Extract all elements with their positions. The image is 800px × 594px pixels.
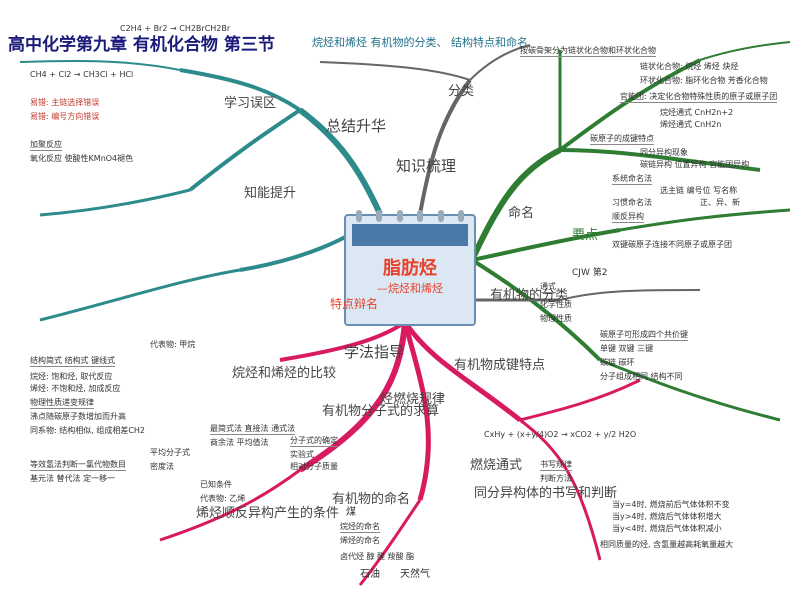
detail-label: 分子组成相同 结构不同: [600, 372, 683, 381]
detail-label: 易错: 编号方向错误: [30, 112, 100, 121]
detail-label: 顺反异构: [612, 212, 644, 223]
detail-label: 正、异、新: [700, 198, 740, 207]
detail-label: 代表物: 乙烯: [200, 494, 246, 503]
detail-label: 密度法: [150, 462, 174, 471]
detail-label: 物理性质: [540, 314, 572, 323]
detail-label: 当y>4时, 燃烧后气体体积增大: [612, 512, 722, 521]
calendar-rings-icon: [356, 210, 464, 222]
detail-label: 易错: 主链选择错误: [30, 98, 100, 107]
detail-label: 链状化合物: 烷烃 烯烃 炔烃: [640, 62, 739, 71]
detail-label: 烯烃通式 CnH2n: [660, 120, 722, 129]
detail-label: 书写规律: [540, 460, 572, 471]
branch-isomer: 同分异构体的书写和判断: [474, 486, 618, 501]
detail-label: 实验式: [290, 450, 314, 459]
detail-label: 结构简式 结构式 键线式: [30, 356, 116, 367]
detail-label: 平均分子式: [150, 448, 190, 457]
branch-ability: 知能提升: [244, 186, 297, 201]
detail-label: 石油: [360, 569, 380, 580]
detail-label: 物理性质递变规律: [30, 398, 94, 409]
detail-label: C2H4 + Br2 → CH2BrCH2Br: [120, 24, 231, 33]
detail-label: 习惯命名法: [612, 198, 652, 207]
detail-label: 同分异构现象: [640, 148, 688, 157]
detail-label: 烷烃: 饱和烃, 取代反应: [30, 372, 113, 381]
detail-label: 同系物: 结构相似, 组成相差CH2: [30, 426, 146, 435]
detail-label: 最简式法 直接法 通式法: [210, 424, 296, 435]
page-title: 高中化学第九章 有机化合物 第三节: [8, 35, 275, 55]
detail-label: 分子式的确定: [290, 436, 338, 447]
detail-label: 通式: [540, 282, 556, 293]
detail-label: 烯烃: 不饱和烃, 加成反应: [30, 384, 121, 393]
branch-key: 要点: [572, 228, 599, 243]
detail-label: 等效氢法判断一氯代物数目: [30, 460, 126, 471]
detail-label: 已知条件: [200, 480, 232, 489]
detail-label: 相同质量的烃, 含氢量越高耗氧量越大: [600, 540, 734, 549]
detail-label: CH4 + Cl2 → CH3Cl + HCl: [30, 70, 134, 79]
detail-label: 碳原子的成键特点: [590, 134, 654, 145]
detail-label: 烷烃的命名: [340, 522, 380, 533]
detail-label: 当y=4时, 燃烧前后气体体积不变: [612, 500, 730, 509]
detail-label: CJW 第2: [572, 268, 608, 278]
detail-label: 当y<4时, 燃烧后气体体积减小: [612, 524, 722, 533]
detail-label: 选主链 编号位 写名称: [660, 186, 738, 195]
branch-knowledge: 知识梳理: [396, 157, 457, 175]
detail-label: 氧化反应 使酸性KMnO4褪色: [30, 154, 134, 163]
central-topic-note: 特点辩名: [330, 297, 379, 311]
detail-label: 碳链异构 位置异构 官能团异构: [640, 160, 750, 169]
branch-comparison: 烷烃和烯烃的比较: [232, 366, 337, 381]
detail-label: 基元法 替代法 定一移一: [30, 474, 116, 483]
branch-review: 学习误区: [224, 96, 277, 111]
detail-label: 环状化合物: 脂环化合物 芳香化合物: [640, 76, 768, 85]
branch-structure: 有机物成键特点: [454, 358, 546, 373]
detail-label: 沸点随碳原子数增加而升高: [30, 412, 126, 421]
central-topic-subline: —烷烃和烯烃: [377, 282, 443, 295]
detail-label: 煤: [346, 507, 356, 518]
central-topic-heading: 脂肪烃: [383, 258, 437, 279]
detail-label: 卤代烃 醇 醛 羧酸 酯: [340, 552, 415, 561]
central-topic-card: 脂肪烃 —烷烃和烯烃: [344, 210, 476, 326]
detail-label: 碳原子可形成四个共价键: [600, 330, 688, 341]
detail-label: 按碳骨架分为链状化合物和环状化合物: [520, 46, 656, 57]
detail-label: 化学性质: [540, 300, 572, 309]
branch-study-guide: 学法指导: [344, 343, 405, 361]
branch-nomenclature: 有机物的命名: [332, 492, 411, 507]
detail-label: 代表物: 甲烷: [150, 340, 196, 349]
page-subtitle: 烷烃和烯烃 有机物的分类、 结构特点和命名: [312, 36, 528, 49]
branch-classification: 分类: [448, 84, 475, 99]
detail-label: 商余法 平均值法: [210, 438, 269, 447]
branch-summary: 总结升华: [326, 117, 387, 135]
branch-organic-class: 有机物的分类: [490, 288, 569, 303]
branch-conditions: 烯烃顺反异构产生的条件: [196, 506, 340, 521]
detail-label: 加聚反应: [30, 140, 62, 151]
detail-label: 单键 双键 三键: [600, 344, 654, 353]
branch-formula: 有机物分子式的求算: [322, 404, 440, 419]
detail-label: 判断方法: [540, 474, 572, 483]
branch-combustion-formula: 燃烧通式: [470, 458, 523, 473]
detail-label: 官能团: 决定化合物特殊性质的原子或原子团: [620, 92, 778, 103]
detail-label: 烷烃通式 CnH2n+2: [660, 108, 734, 117]
detail-label: 双键碳原子连接不同原子或原子团: [612, 240, 732, 249]
branch-naming: 命名: [508, 206, 535, 221]
detail-label: 相对分子质量: [290, 462, 338, 471]
detail-label: CxHy + (x+y/4)O2 → xCO2 + y/2 H2O: [484, 430, 637, 439]
detail-label: 系统命名法: [612, 174, 652, 185]
detail-label: 天然气: [400, 569, 430, 580]
branch-combustion: 烃燃烧规律: [380, 392, 446, 407]
detail-label: 烯烃的命名: [340, 536, 380, 545]
card-header-bar: [352, 224, 468, 246]
detail-label: 碳链 碳环: [600, 358, 635, 367]
